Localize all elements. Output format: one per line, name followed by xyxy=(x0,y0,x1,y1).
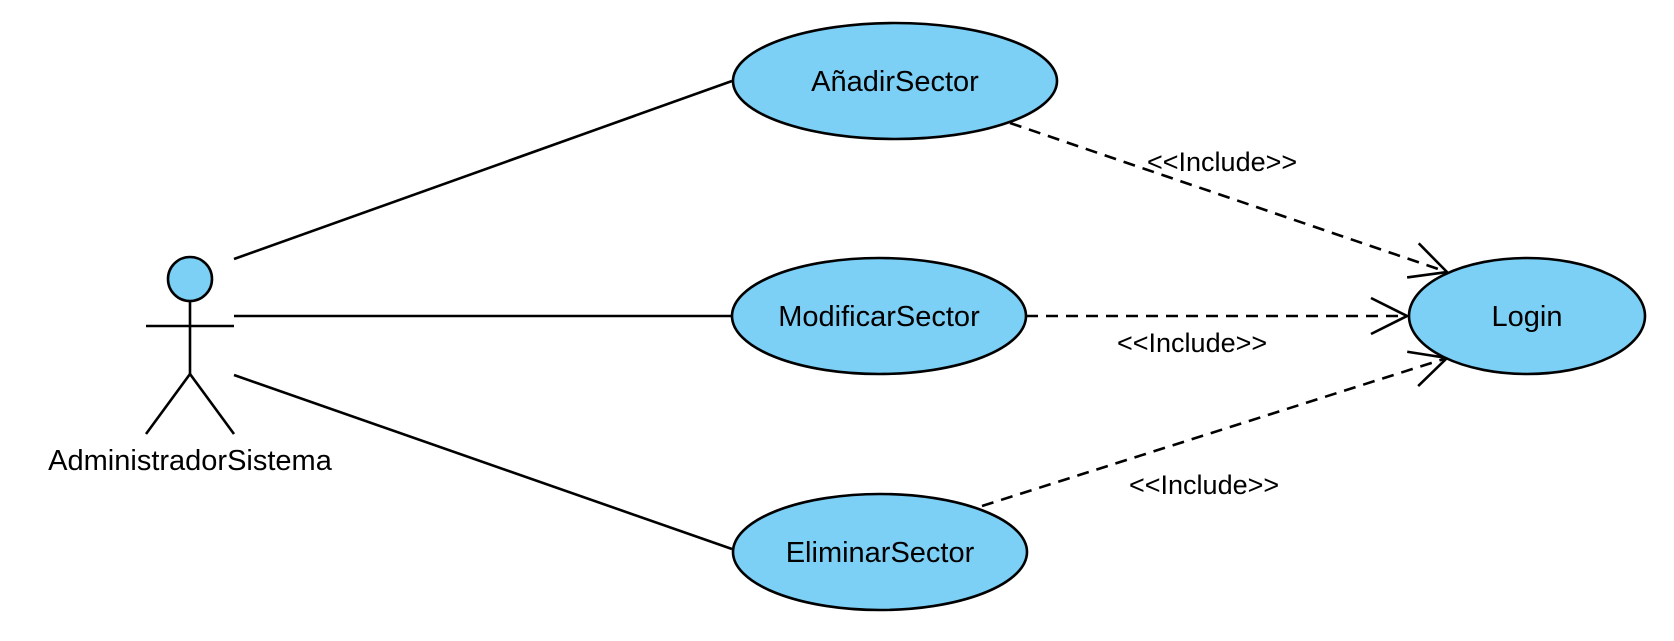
associations xyxy=(233,79,733,551)
use-case-anadir-sector-shape xyxy=(731,21,1059,141)
actor-left-leg xyxy=(144,373,192,435)
use-case-login-label: Login xyxy=(1492,301,1563,333)
use-case-modificar-sector[interactable]: ModificarSector xyxy=(730,256,1028,376)
use-case-login[interactable]: Login xyxy=(1407,256,1647,376)
include-label-anadir: <<Include>> xyxy=(1147,147,1297,177)
include-label-modificar: <<Include>> xyxy=(1117,328,1267,358)
actor-name: AdministradorSistema xyxy=(48,445,333,477)
use-case-anadir-sector[interactable]: AñadirSector xyxy=(731,21,1059,141)
use-case-anadir-sector-label: AñadirSector xyxy=(811,66,979,98)
association-anadir-sector xyxy=(233,79,733,261)
include-label-eliminar: <<Include>> xyxy=(1129,470,1279,500)
include-eliminar-login xyxy=(981,358,1447,508)
include-dependencies xyxy=(981,121,1447,508)
use-case-modificar-sector-shape xyxy=(730,256,1028,376)
use-case-eliminar-sector-shape xyxy=(731,492,1029,612)
use-case-eliminar-sector[interactable]: EliminarSector xyxy=(731,492,1029,612)
association-eliminar-sector xyxy=(233,373,733,551)
actor-right-leg xyxy=(188,373,236,435)
include-anadir-login xyxy=(1009,121,1447,272)
use-case-eliminar-sector-label: EliminarSector xyxy=(786,537,975,569)
actor-head xyxy=(166,255,214,303)
use-case-modificar-sector-label: ModificarSector xyxy=(778,301,980,333)
actor-administrador-sistema[interactable] xyxy=(144,255,236,435)
use-case-login-shape xyxy=(1407,256,1647,376)
